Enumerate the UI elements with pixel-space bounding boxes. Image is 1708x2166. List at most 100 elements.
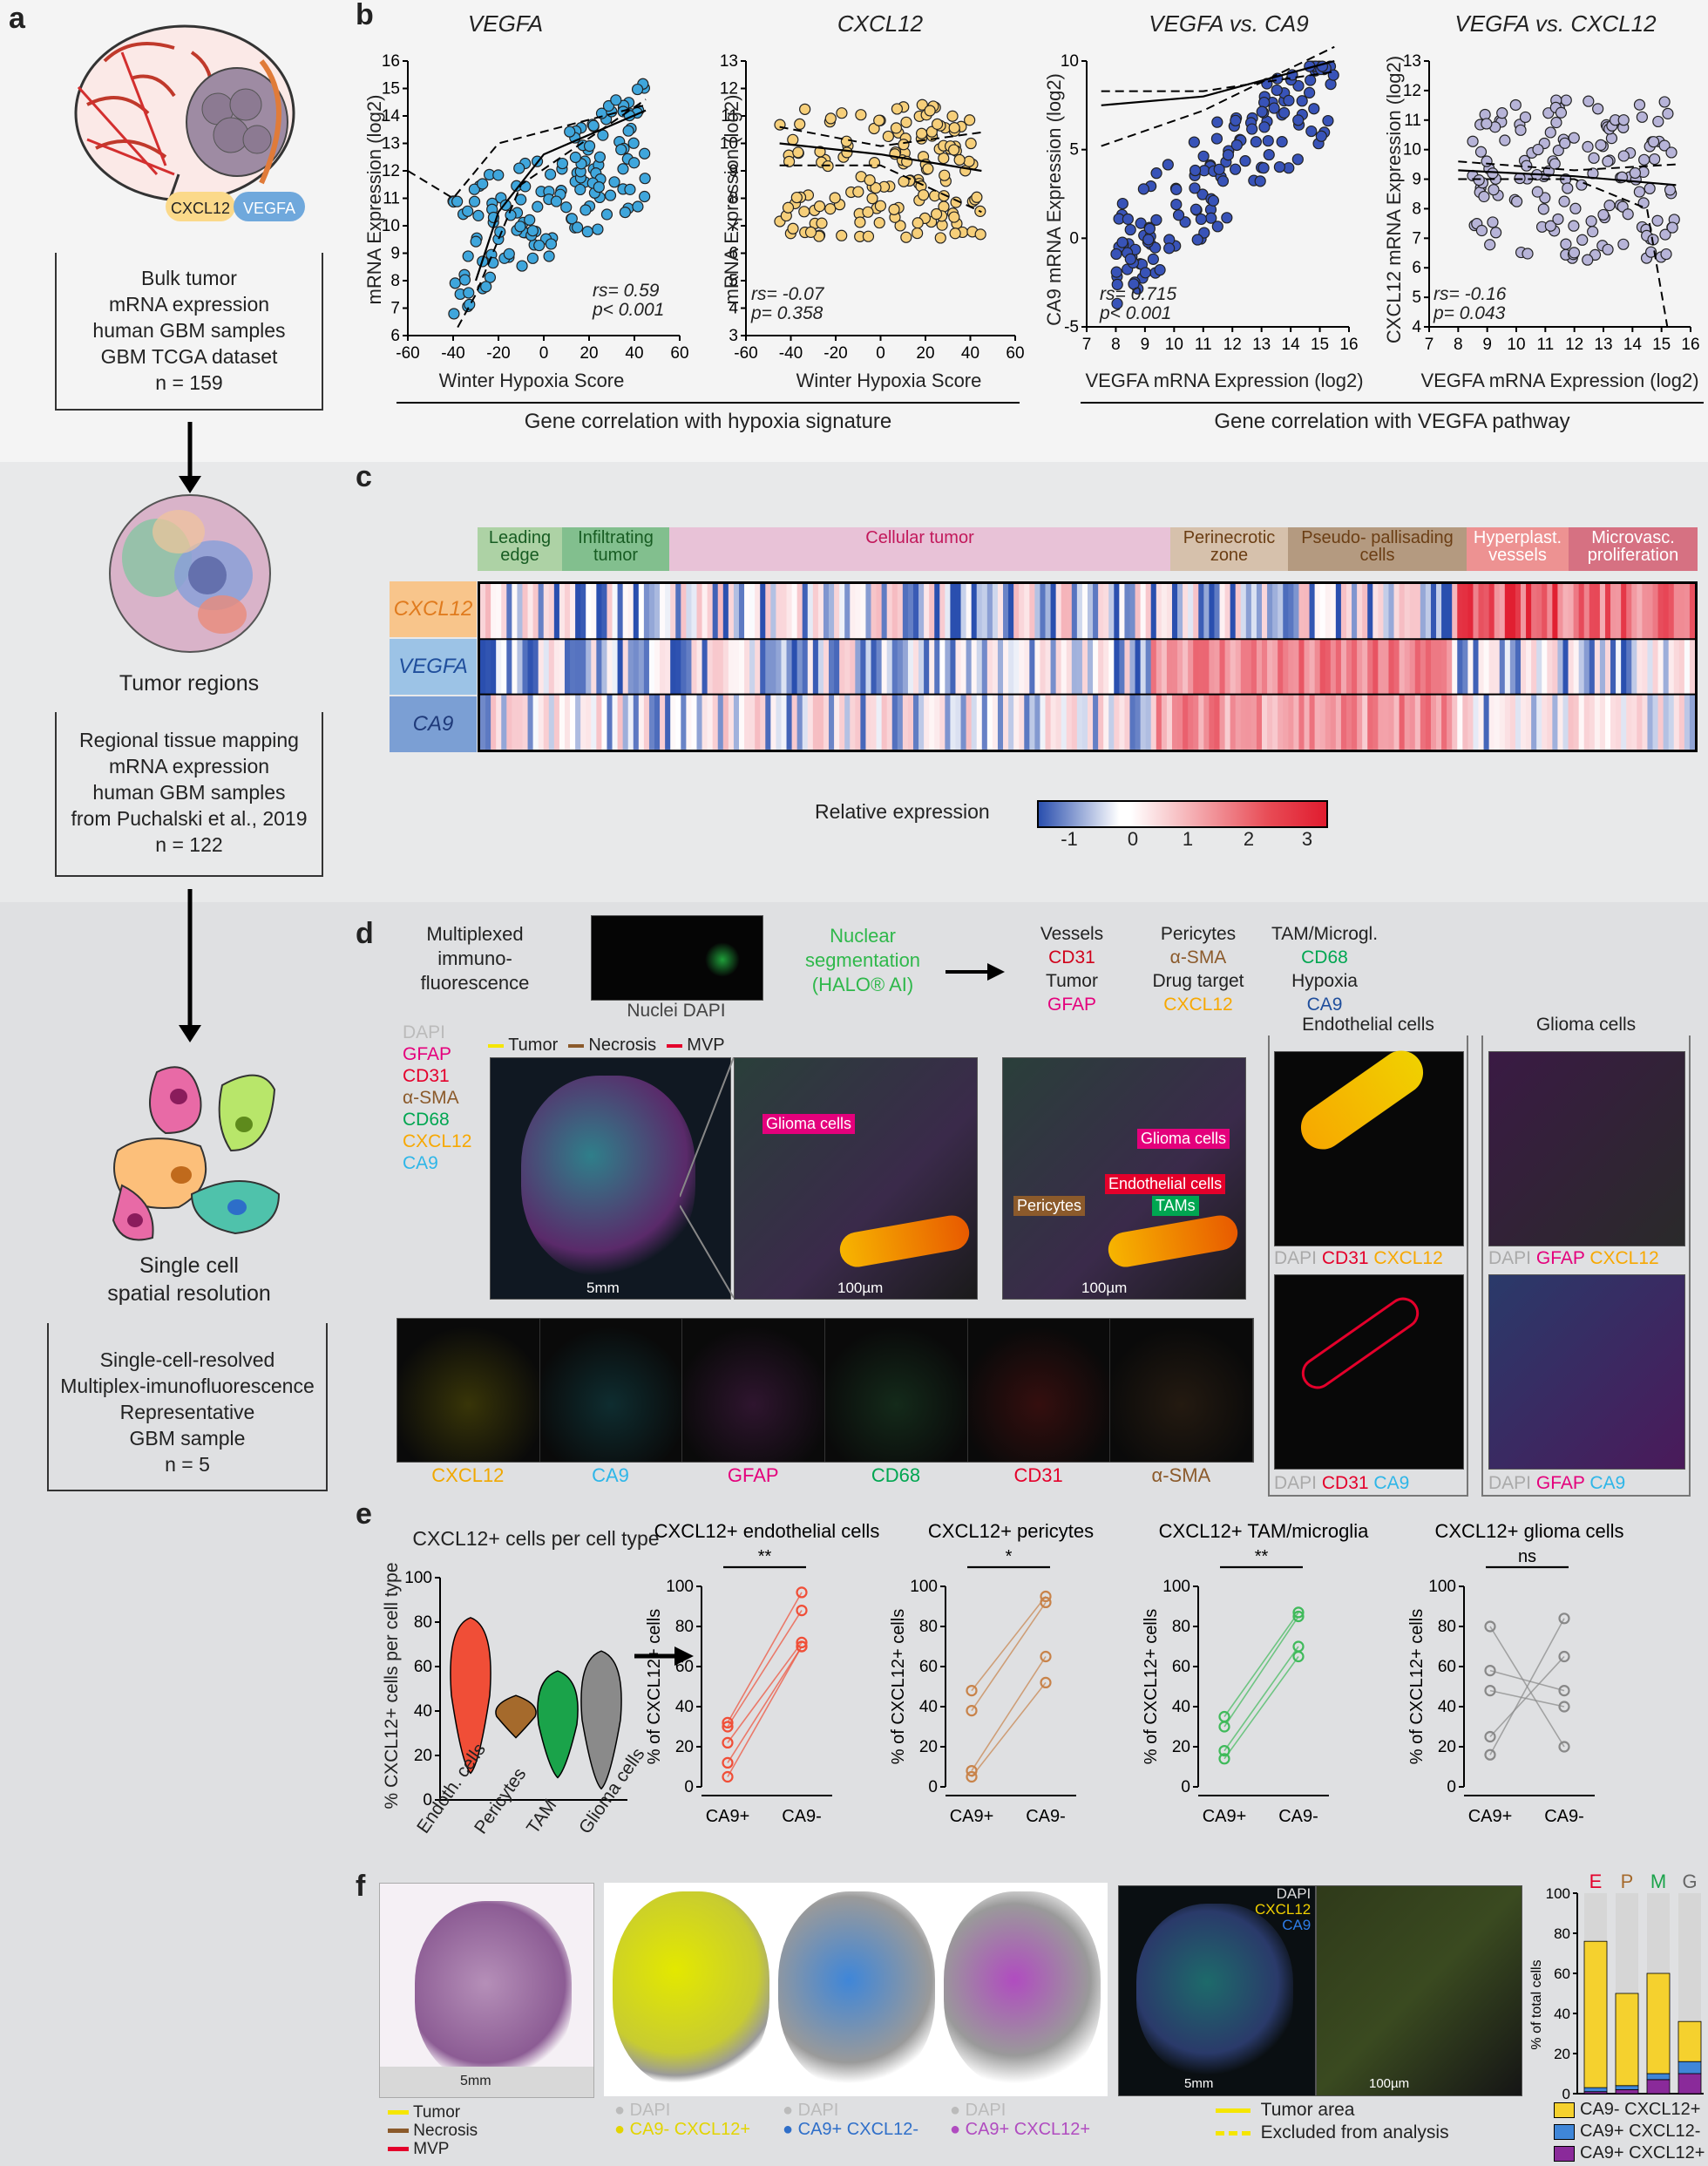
heatmap-cell [617,639,624,695]
pair-ylabel: % of CXCL12+ cells [645,1609,664,1764]
map-ca9pos-cxcl12pos [944,1891,1101,2088]
scatter-point [864,174,876,187]
heatmap-cell [776,584,783,640]
scatter-xlabel-3: VEGFA mRNA Expression (log2) [1085,370,1364,391]
heatmap-cell [1594,694,1601,750]
scatter-point [782,201,795,214]
heatmap-cell [665,584,671,640]
channel-label: CD31 [1013,1464,1063,1486]
heatmap-cell [1663,694,1670,750]
heatmap-cell [638,639,645,695]
scatter-point [1147,253,1159,265]
scatter-x-tick-label: 16 [1681,336,1699,354]
heatmap-cell [559,694,566,750]
heatmap-cell [1081,584,1088,640]
heatmap-cell [607,694,613,750]
heatmap-cell [1357,694,1363,750]
heatmap-cell [1684,694,1691,750]
scatter-point [1254,175,1266,187]
heatmap-cell [1029,584,1035,640]
pair-x-label: CA9+ [1468,1807,1513,1826]
pair-y-tick-label: 20 [919,1738,938,1756]
scatter-point [1211,221,1223,233]
channel-legend-item: DAPI [403,1022,446,1042]
row-label-bg-cxcl12 [390,581,477,637]
bar-legend-swatch [1554,2101,1575,2118]
heatmap-cell [1642,639,1649,695]
scatter-point [854,216,866,228]
heatmap-region-label: Perinecrotic zone [1183,528,1276,565]
scatter-point [1531,186,1543,198]
heatmap-cell [1224,639,1231,695]
heatmap-cell [1663,639,1670,695]
scatter-point [922,163,934,175]
scatter-x-tick-label: 9 [1141,336,1150,354]
scatter-point [448,308,460,320]
heatmap-cell [749,584,756,640]
heatmap-cell [829,584,835,640]
heatmap-cell [532,694,539,750]
heatmap-cell [971,694,978,750]
scale-label: 5mm [586,1280,620,1296]
heatmap-cell [1462,584,1468,640]
heatmap-cell [627,584,634,640]
scatter-y-tick-label: 12 [382,162,400,180]
brain-illustration-icon [74,24,305,221]
heatmap-cell [586,584,592,640]
heatmap-cell [738,584,745,640]
heatmap-cell [722,584,729,640]
channel-image [1110,1319,1254,1462]
heatmap-cell [939,694,946,750]
scatter-point [472,209,485,221]
heatmap-cell [924,639,930,695]
scatter-point [924,105,936,117]
scatter-point [492,169,505,181]
heatmap-cell [1520,639,1527,695]
scatter-point [874,200,887,212]
heatmap-cell [1177,639,1183,695]
glioma-label-1: DAPI GFAP CXCL12 [1488,1248,1659,1268]
heatmap-cell [912,694,919,750]
heatmap-cell [1050,639,1057,695]
heatmap-cell [707,639,714,695]
heatmap-cell [691,694,698,750]
heatmap-cell [1647,694,1654,750]
heatmap-cell [1452,639,1458,695]
scatter-point [792,146,804,159]
heatmap-cell [1610,639,1616,695]
scatter-point [480,281,492,293]
heatmap-cell [1209,639,1216,695]
heatmap-cell [1003,584,1009,640]
cell-maps [604,1883,1108,2096]
heatmap-cell [912,584,919,640]
heatmap-cell [1019,584,1025,640]
heatmap-cell [997,639,1004,695]
heatmap-cell [1378,694,1385,750]
heatmap-cell [992,639,999,695]
scatter-point [560,201,573,214]
heatmap-cell [955,694,962,750]
pair-point [1484,1748,1496,1761]
heatmap-cell [802,694,809,750]
scatter-y-tick-label: 5 [729,272,738,290]
scatter-point [1475,224,1488,237]
heatmap-cell [1436,584,1442,640]
scatter-point [1532,143,1544,156]
channel-legend-item: GFAP [403,1044,452,1064]
scatter-point [1481,155,1493,167]
heatmap-cell [1430,639,1437,695]
heatmap-cell [829,639,835,695]
heatmap-cell [755,584,761,640]
heatmap-cell [1678,694,1685,750]
heatmap-cell [1055,584,1062,640]
heatmap-cell [755,694,761,750]
callout-tams: TAMs [1152,1196,1199,1216]
scatter-point [533,239,546,252]
scatter-x-tick-label: 13 [1252,336,1271,354]
heatmap-cell [1256,584,1263,640]
scatter-point [1292,79,1305,92]
heatmap-cell [538,584,545,640]
